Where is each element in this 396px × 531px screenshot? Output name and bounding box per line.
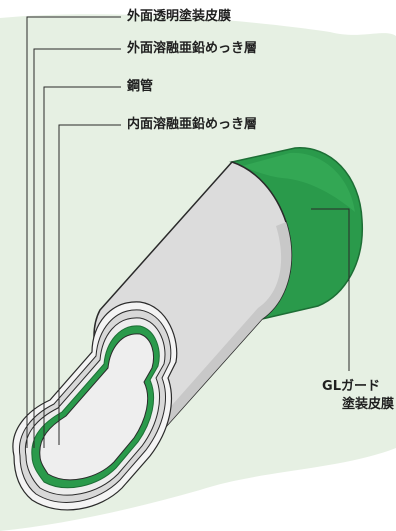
green-coating-highlight <box>242 152 355 212</box>
leader-line-steel <box>43 86 121 448</box>
leader-line-outer-zinc <box>33 48 121 448</box>
leader-line-inner-zinc <box>58 124 121 445</box>
label-gl-guard: GLガード <box>322 379 380 394</box>
label-gl-guard-coating: 塗装皮膜 <box>341 397 394 412</box>
label-outer-clear-film: 外面透明塗装皮膜 <box>127 9 232 24</box>
leader-lines <box>26 16 350 448</box>
pipe-cut-end <box>12 301 178 511</box>
label-outer-zinc-layer: 外面溶融亜鉛めっき層 <box>127 41 258 56</box>
label-inner-zinc-layer: 内面溶融亜鉛めっき層 <box>127 117 258 132</box>
label-steel-pipe: 鋼管 <box>127 79 154 94</box>
layer-inner-surface <box>39 333 154 481</box>
leader-line-outer-film <box>26 16 121 448</box>
leader-line-gl-guard <box>311 208 350 371</box>
